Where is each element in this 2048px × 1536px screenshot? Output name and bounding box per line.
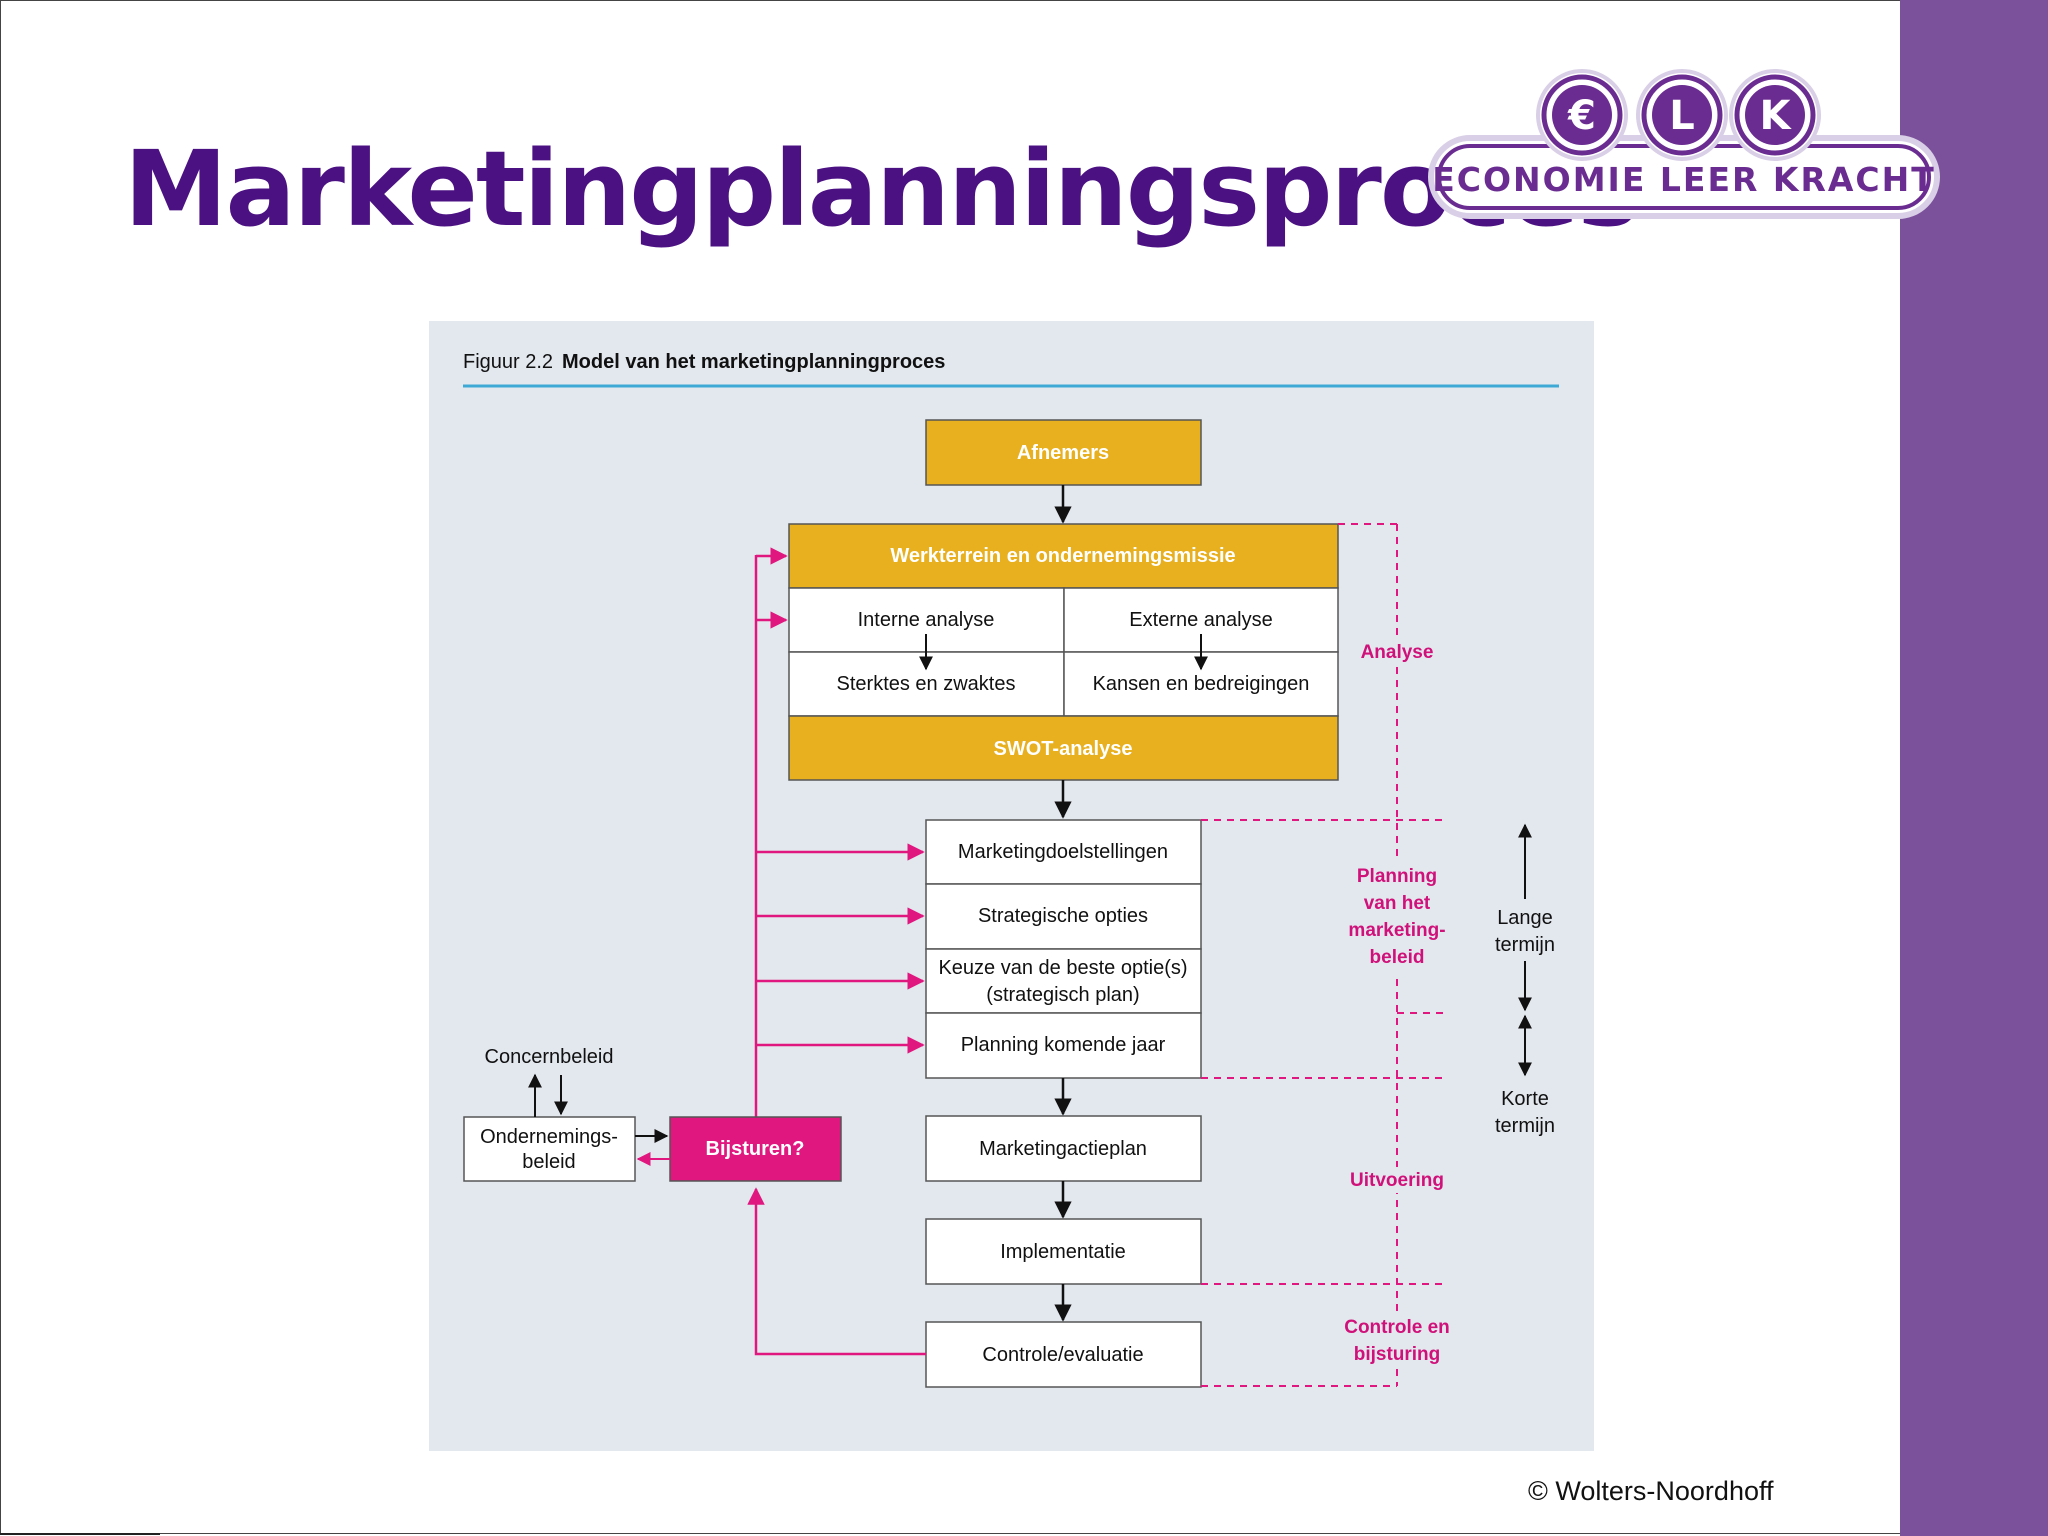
phase-controle-line1: Controle en bbox=[1344, 1317, 1450, 1338]
concernbeleid-label: Concernbeleid bbox=[485, 1046, 614, 1068]
logo-badge-l-text: L bbox=[1669, 93, 1695, 139]
figure-label: Figuur 2.2 bbox=[463, 351, 553, 373]
box-bijsturen bbox=[669, 1116, 842, 1182]
box-kansen-bedreigingen-text: Kansen en bedreigingen bbox=[1093, 673, 1310, 695]
box-interne-analyse-text: Interne analyse bbox=[858, 609, 995, 631]
box-strategische-opties-text: Strategische opties bbox=[978, 905, 1148, 927]
term-lange-line2: termijn bbox=[1495, 934, 1555, 956]
box-afnemers bbox=[925, 419, 1202, 486]
box-implementatie-text: Implementatie bbox=[1000, 1241, 1126, 1263]
logo-badge-euro-text: € bbox=[1567, 93, 1596, 139]
box-swot-text: SWOT-analyse bbox=[994, 738, 1133, 760]
box-ondernemingsbeleid-line2: beleid bbox=[522, 1151, 575, 1173]
box-implementatie bbox=[925, 1218, 1202, 1285]
box-swot bbox=[788, 715, 1339, 781]
logo-text: ECONOMIE LEER KRACHT bbox=[1432, 160, 1936, 199]
box-keuze-optie-line2: (strategisch plan) bbox=[986, 984, 1139, 1006]
box-keuze-optie-line1: Keuze van de beste optie(s) bbox=[938, 957, 1187, 979]
phase-analyse: Analyse bbox=[1361, 642, 1434, 663]
elk-logo: € L K ECONOMIE LEER KRACHT bbox=[1428, 69, 1940, 219]
term-lange-line1: Lange bbox=[1497, 907, 1553, 929]
phase-uitvoering-bg bbox=[1349, 1167, 1447, 1193]
box-werkterrein bbox=[788, 523, 1339, 589]
box-planning-komende-jaar-text: Planning komende jaar bbox=[961, 1034, 1166, 1056]
box-afnemers-text: Afnemers bbox=[1017, 442, 1109, 464]
box-planning-komende-jaar bbox=[925, 1012, 1202, 1079]
phase-analyse-bg bbox=[1359, 639, 1437, 665]
phase-planning-bg bbox=[1347, 861, 1447, 973]
box-externe-analyse-text: Externe analyse bbox=[1129, 609, 1272, 631]
slide-title: Marketingplanningsproces bbox=[124, 128, 1639, 250]
term-korte-line1: Korte bbox=[1501, 1088, 1549, 1110]
box-marketingdoelstellingen bbox=[925, 819, 1202, 885]
feedback-line-controle bbox=[747, 1187, 926, 1356]
term-korte-line2: termijn bbox=[1495, 1115, 1555, 1137]
box-marketingactieplan bbox=[925, 1115, 1202, 1182]
logo-badge-k: K bbox=[1729, 69, 1821, 161]
logo-badge-k-text: K bbox=[1760, 93, 1793, 139]
box-keuze-optie bbox=[925, 948, 1202, 1014]
phase-controle-line2: bijsturing bbox=[1354, 1344, 1441, 1365]
figure-panel: Figuur 2.2 Model van het marketingplanni… bbox=[429, 321, 1594, 1451]
box-bijsturen-text: Bijsturen? bbox=[706, 1138, 805, 1160]
logo-badge-l: L bbox=[1636, 69, 1728, 161]
phase-planning-line3: marketing- bbox=[1348, 920, 1445, 941]
phase-planning-line4: beleid bbox=[1370, 947, 1425, 968]
box-strategische-opties bbox=[925, 883, 1202, 950]
figure-caption: Model van het marketingplanningproces bbox=[562, 351, 945, 373]
box-marketingactieplan-text: Marketingactieplan bbox=[979, 1138, 1147, 1160]
box-ondernemingsbeleid bbox=[463, 1116, 636, 1182]
phase-controle-bg bbox=[1345, 1313, 1449, 1367]
box-controle-evaluatie-text: Controle/evaluatie bbox=[982, 1344, 1143, 1366]
logo-badge-euro: € bbox=[1536, 69, 1628, 161]
phase-uitvoering: Uitvoering bbox=[1350, 1170, 1444, 1191]
phase-planning-line2: van het bbox=[1364, 893, 1431, 914]
copyright-notice: © Wolters-Noordhoff bbox=[1528, 1476, 1774, 1506]
side-accent-bar bbox=[1900, 0, 2048, 1536]
box-werkterrein-text: Werkterrein en ondernemingsmissie bbox=[890, 545, 1235, 567]
box-ondernemingsbeleid-line1: Ondernemings- bbox=[480, 1126, 618, 1148]
bottom-edge-line bbox=[0, 1533, 160, 1535]
box-controle-evaluatie bbox=[925, 1321, 1202, 1388]
box-marketingdoelstellingen-text: Marketingdoelstellingen bbox=[958, 841, 1168, 863]
process-diagram: Figuur 2.2 Model van het marketingplanni… bbox=[463, 351, 1559, 1388]
phase-planning-line1: Planning bbox=[1357, 866, 1437, 887]
box-sterktes-zwaktes-text: Sterktes en zwaktes bbox=[837, 673, 1016, 695]
